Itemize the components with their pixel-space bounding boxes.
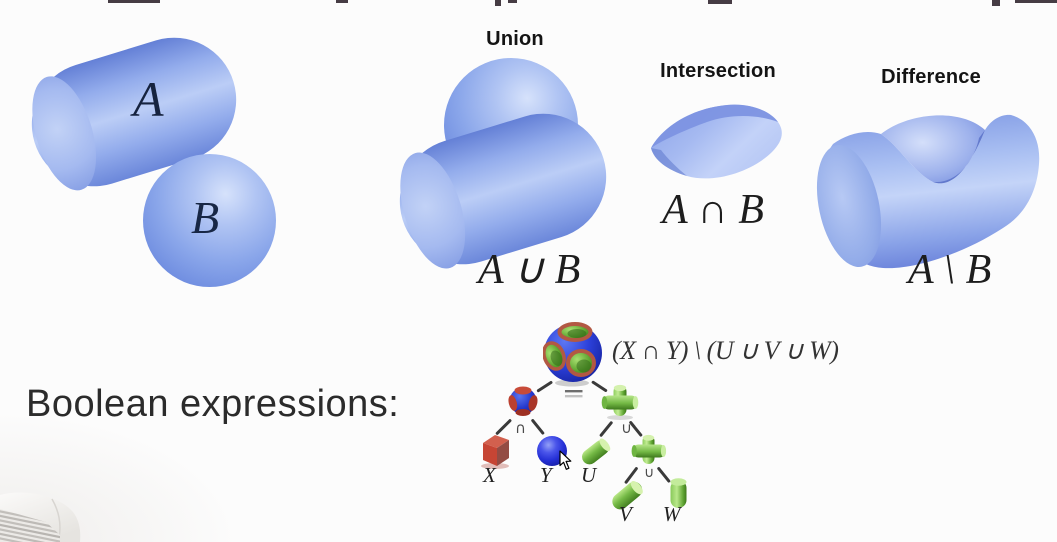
cropped-heading-fragment xyxy=(1015,0,1057,3)
intersection-title: Intersection xyxy=(660,60,776,82)
tree-leaf-cylinder-w-graphic xyxy=(670,478,687,508)
tree-union-node-graphic xyxy=(601,384,639,420)
difference-title: Difference xyxy=(881,66,981,88)
intersection-shape-graphic xyxy=(651,104,782,179)
tree-root-operator: − xyxy=(562,374,586,407)
union-title: Union xyxy=(486,28,544,50)
photo-corner-couch xyxy=(0,492,81,542)
cylinder-a-end-cap xyxy=(20,68,109,198)
sphere-b-graphic xyxy=(143,154,276,287)
tree-operator-union: ∪ xyxy=(621,419,632,437)
tree-edge xyxy=(599,420,613,438)
operand-b-label: B xyxy=(191,192,220,243)
tree-edge xyxy=(531,418,545,435)
tree-leaf-cylinder-v-graphic xyxy=(612,480,643,510)
intersection-expression-label: A ∩ B xyxy=(662,187,764,233)
union-cylinder-end-cap xyxy=(387,144,478,277)
difference-shape-graphic xyxy=(816,114,1040,269)
tree-leaf-label-u: U xyxy=(581,463,597,487)
cropped-heading-fragment xyxy=(495,0,501,6)
cropped-heading-fragment xyxy=(992,0,1000,6)
cropped-heading-fragment xyxy=(508,0,517,3)
tree-leaf-label-w: W xyxy=(663,502,681,526)
tree-leaf-label-v: V xyxy=(619,502,632,526)
cropped-heading-fragment xyxy=(108,0,160,3)
union-expression-label: A ∪ B xyxy=(478,247,581,293)
tree-operator-union-lower: ∪ xyxy=(644,465,655,481)
tree-operator-intersection: ∩ xyxy=(515,419,526,437)
operand-a-label: A xyxy=(133,71,164,127)
cropped-heading-fragment xyxy=(708,0,732,4)
tree-leaf-label-x: X xyxy=(483,463,496,487)
tree-root-expression: (X ∩ Y) \ (U ∪ V ∪ W) xyxy=(612,336,839,365)
tree-leaf-cylinder-u-graphic xyxy=(582,438,611,465)
difference-expression-label: A \ B xyxy=(908,247,992,293)
cropped-heading-fragment xyxy=(336,0,348,3)
tree-leaf-cube-x-graphic xyxy=(481,435,509,469)
tree-leaf-label-y: Y xyxy=(540,463,552,487)
tree-root-shape-graphic xyxy=(543,322,602,387)
tree-intersection-node-graphic xyxy=(508,386,538,416)
mouse-pointer-icon xyxy=(559,450,572,470)
tree-union-vw-node-graphic xyxy=(631,434,667,464)
